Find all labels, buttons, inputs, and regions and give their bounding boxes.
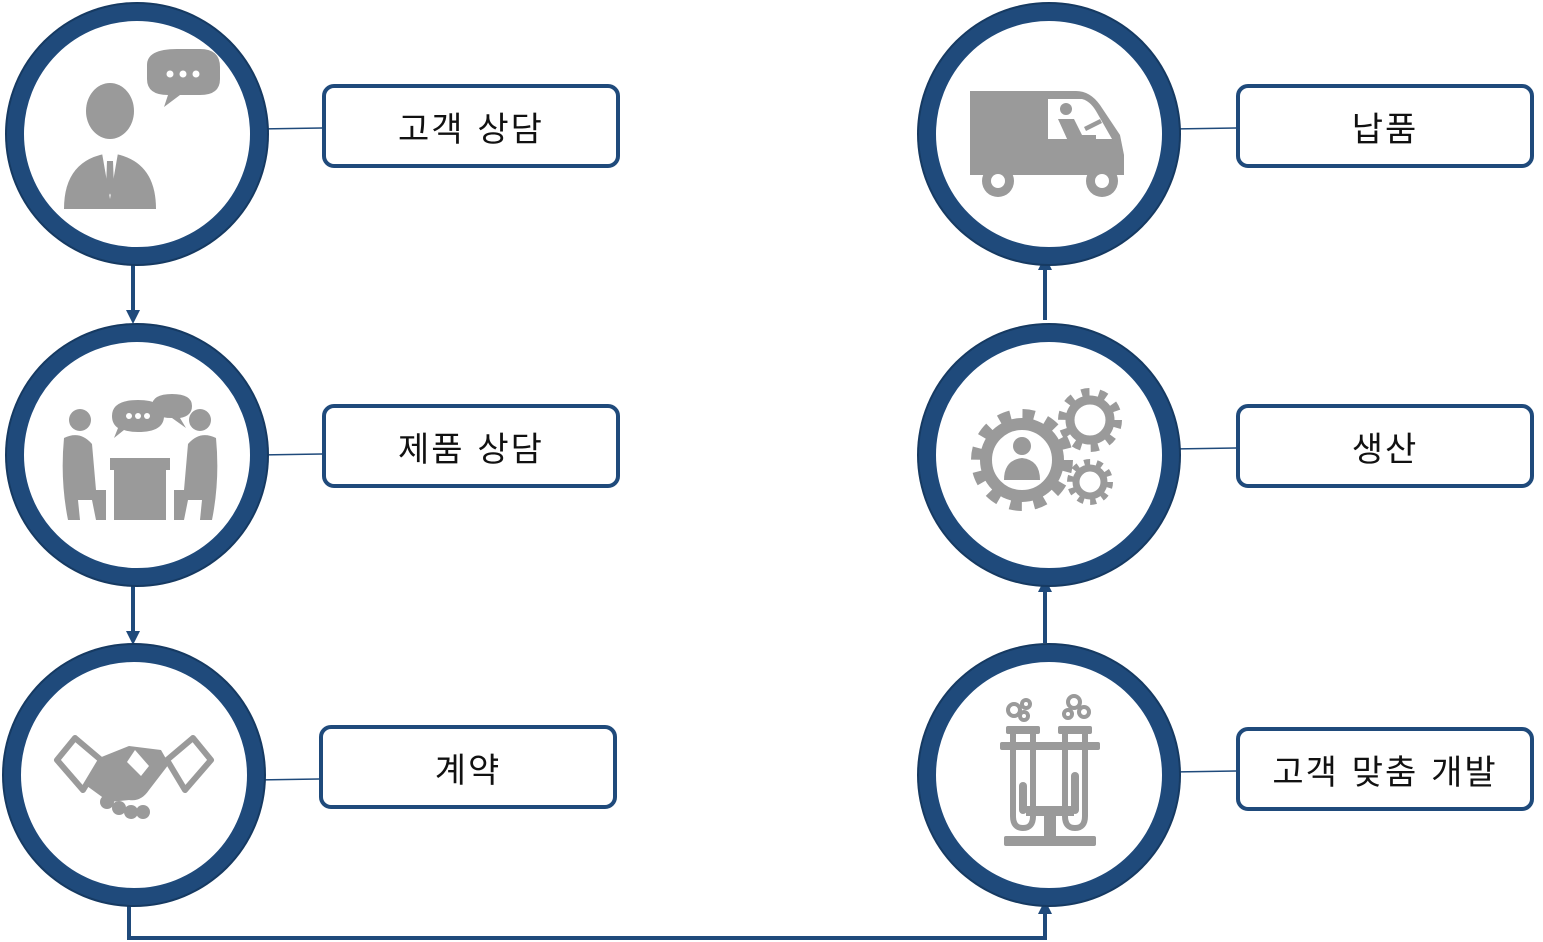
gears-icon — [971, 388, 1122, 511]
step-node-contract — [4, 645, 264, 905]
arrow-3-to-4 — [127, 902, 1047, 940]
label-connector-lines — [254, 127, 1237, 781]
step-label-1: 고객 상담 — [322, 84, 620, 168]
step-label-3: 계약 — [319, 725, 617, 809]
step-label-4: 고객 맞춤 개발 — [1236, 727, 1534, 811]
delivery-truck-icon — [970, 91, 1124, 197]
handshake-icon — [54, 735, 214, 819]
step-node-custom-dev — [919, 645, 1179, 905]
meeting-icon — [62, 394, 218, 520]
step-label-5: 생산 — [1236, 404, 1534, 488]
step-node-customer-consult — [7, 4, 267, 264]
arrow-heads — [126, 256, 1052, 914]
step-node-production — [919, 325, 1179, 585]
step-node-product-consult — [7, 325, 267, 585]
step-label-6: 납품 — [1236, 84, 1534, 168]
step-label-2: 제품 상담 — [322, 404, 620, 488]
test-tubes-icon — [1000, 694, 1100, 846]
consultant-icon — [64, 49, 220, 209]
flow-arrows — [127, 258, 1047, 940]
step-node-delivery — [919, 4, 1179, 264]
